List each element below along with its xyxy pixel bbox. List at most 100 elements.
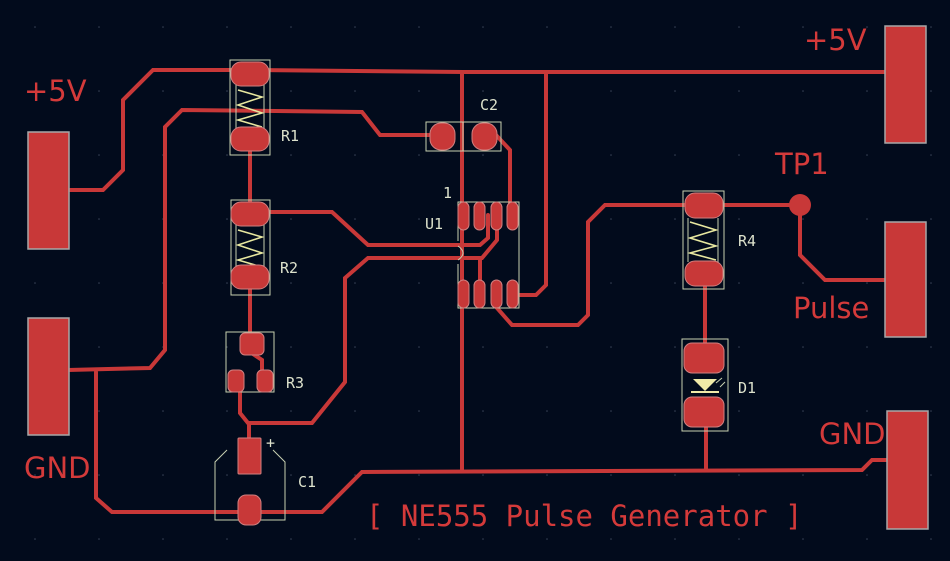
d1-pad-cathode[interactable] bbox=[683, 396, 725, 428]
grid-dot bbox=[354, 218, 356, 220]
r4-pad-2[interactable] bbox=[684, 260, 724, 287]
r2-pad-1[interactable] bbox=[230, 201, 270, 227]
grid-dot bbox=[354, 410, 356, 412]
trace-vcc-u1-pin8[interactable] bbox=[515, 70, 548, 297]
r3-pad-1[interactable] bbox=[227, 369, 245, 393]
grid-dot bbox=[930, 218, 932, 220]
grid-dot bbox=[930, 410, 932, 412]
trace-vcc-rail[interactable] bbox=[248, 68, 887, 74]
grid-dot bbox=[546, 410, 548, 412]
grid-dot bbox=[674, 26, 676, 28]
grid-dot bbox=[866, 26, 868, 28]
net-label-vcc-left: +5V bbox=[24, 74, 87, 108]
trace-trigger-c1[interactable] bbox=[238, 213, 499, 425]
grid-dot bbox=[802, 474, 804, 476]
grid-dot bbox=[354, 282, 356, 284]
grid-dot bbox=[418, 26, 420, 28]
trace-gnd-bottom[interactable] bbox=[248, 458, 890, 514]
grid-dot bbox=[802, 26, 804, 28]
grid-dot bbox=[930, 154, 932, 156]
resistor-r2[interactable]: R2 bbox=[230, 199, 298, 296]
connector-gnd-left[interactable] bbox=[27, 317, 70, 436]
grid-dot bbox=[802, 154, 804, 156]
r3-pad-wiper[interactable] bbox=[239, 332, 265, 356]
u1-label: U1 bbox=[425, 215, 443, 233]
c2-pad-1[interactable] bbox=[429, 122, 456, 151]
trace-gnd-c2[interactable] bbox=[66, 107, 444, 372]
grid-dot bbox=[98, 346, 100, 348]
c2-pad-2[interactable] bbox=[471, 122, 498, 151]
c1-polarity-mark: + bbox=[266, 434, 275, 452]
grid-dot bbox=[162, 90, 164, 92]
grid-dot bbox=[482, 474, 484, 476]
grid-dot bbox=[290, 282, 292, 284]
r3-pad-2[interactable] bbox=[256, 369, 274, 393]
u1-pin-8[interactable] bbox=[457, 279, 470, 309]
grid-dot bbox=[674, 474, 676, 476]
c1-pad-plus[interactable] bbox=[237, 437, 262, 475]
u1-pin-6[interactable] bbox=[490, 279, 503, 309]
u1-pin-5[interactable] bbox=[506, 279, 519, 309]
grid-dot bbox=[162, 26, 164, 28]
testpoint-tp1[interactable]: TP1 bbox=[774, 147, 829, 216]
grid-dot bbox=[226, 26, 228, 28]
grid-dot bbox=[418, 154, 420, 156]
grid-dot bbox=[418, 538, 420, 540]
u1-pin-7[interactable] bbox=[473, 279, 486, 309]
resistor-r4[interactable]: R4 bbox=[682, 190, 756, 290]
r4-pad-1[interactable] bbox=[684, 192, 724, 219]
grid-dot bbox=[226, 90, 228, 92]
u1-pin-3[interactable] bbox=[490, 201, 503, 231]
r2-label: R2 bbox=[280, 259, 298, 277]
connector-pulse[interactable] bbox=[884, 221, 927, 338]
r3-label: R3 bbox=[286, 374, 304, 392]
grid-dot bbox=[290, 474, 292, 476]
resistor-r1[interactable]: R1 bbox=[229, 59, 299, 156]
trace-gnd-left[interactable] bbox=[94, 370, 252, 514]
u1-pin-2[interactable] bbox=[473, 201, 486, 231]
grid-dot bbox=[482, 26, 484, 28]
trace-vcc-left[interactable] bbox=[66, 68, 252, 192]
ic-u1[interactable]: 1 U1 bbox=[425, 184, 520, 309]
net-label-gnd-left: GND bbox=[24, 451, 91, 485]
grid-dot bbox=[354, 26, 356, 28]
led-d1[interactable]: D1 bbox=[681, 338, 756, 432]
tp1-pad[interactable] bbox=[789, 194, 811, 216]
u1-pin-1[interactable] bbox=[457, 201, 470, 231]
c1-pad-minus[interactable] bbox=[237, 494, 262, 526]
capacitor-c1[interactable]: + C1 bbox=[214, 434, 316, 526]
trace-output-r4[interactable] bbox=[495, 203, 707, 327]
grid-dot bbox=[802, 410, 804, 412]
grid-dot bbox=[354, 474, 356, 476]
grid-dot bbox=[738, 410, 740, 412]
connector-gnd-right[interactable] bbox=[886, 410, 929, 530]
grid-dot bbox=[610, 218, 612, 220]
r1-pad-1[interactable] bbox=[230, 61, 270, 87]
tp1-label: TP1 bbox=[774, 147, 829, 181]
d1-label: D1 bbox=[738, 379, 756, 397]
grid-dot bbox=[482, 410, 484, 412]
c2-label: C2 bbox=[480, 96, 498, 114]
trimmer-r3[interactable]: R3 bbox=[225, 331, 304, 393]
grid-dot bbox=[610, 90, 612, 92]
capacitor-c2[interactable]: C2 bbox=[425, 96, 502, 152]
trace-tp1-pulse[interactable] bbox=[798, 203, 890, 282]
grid-dot bbox=[738, 538, 740, 540]
connector-vcc-left[interactable] bbox=[27, 131, 70, 250]
grid-dot bbox=[610, 346, 612, 348]
grid-dot bbox=[34, 538, 36, 540]
u1-pin-4[interactable] bbox=[506, 201, 519, 231]
r1-pad-2[interactable] bbox=[230, 126, 270, 152]
d1-pad-anode[interactable] bbox=[683, 342, 725, 374]
grid-dot bbox=[930, 346, 932, 348]
r2-pad-2[interactable] bbox=[230, 264, 270, 290]
grid-dot bbox=[162, 410, 164, 412]
grid-dot bbox=[98, 538, 100, 540]
grid-dot bbox=[674, 282, 676, 284]
connector-vcc-right[interactable] bbox=[884, 25, 927, 144]
grid-dot bbox=[98, 218, 100, 220]
trace-r2-u1-pin7[interactable] bbox=[248, 210, 490, 247]
grid-dot bbox=[98, 282, 100, 284]
grid-dot bbox=[930, 26, 932, 28]
